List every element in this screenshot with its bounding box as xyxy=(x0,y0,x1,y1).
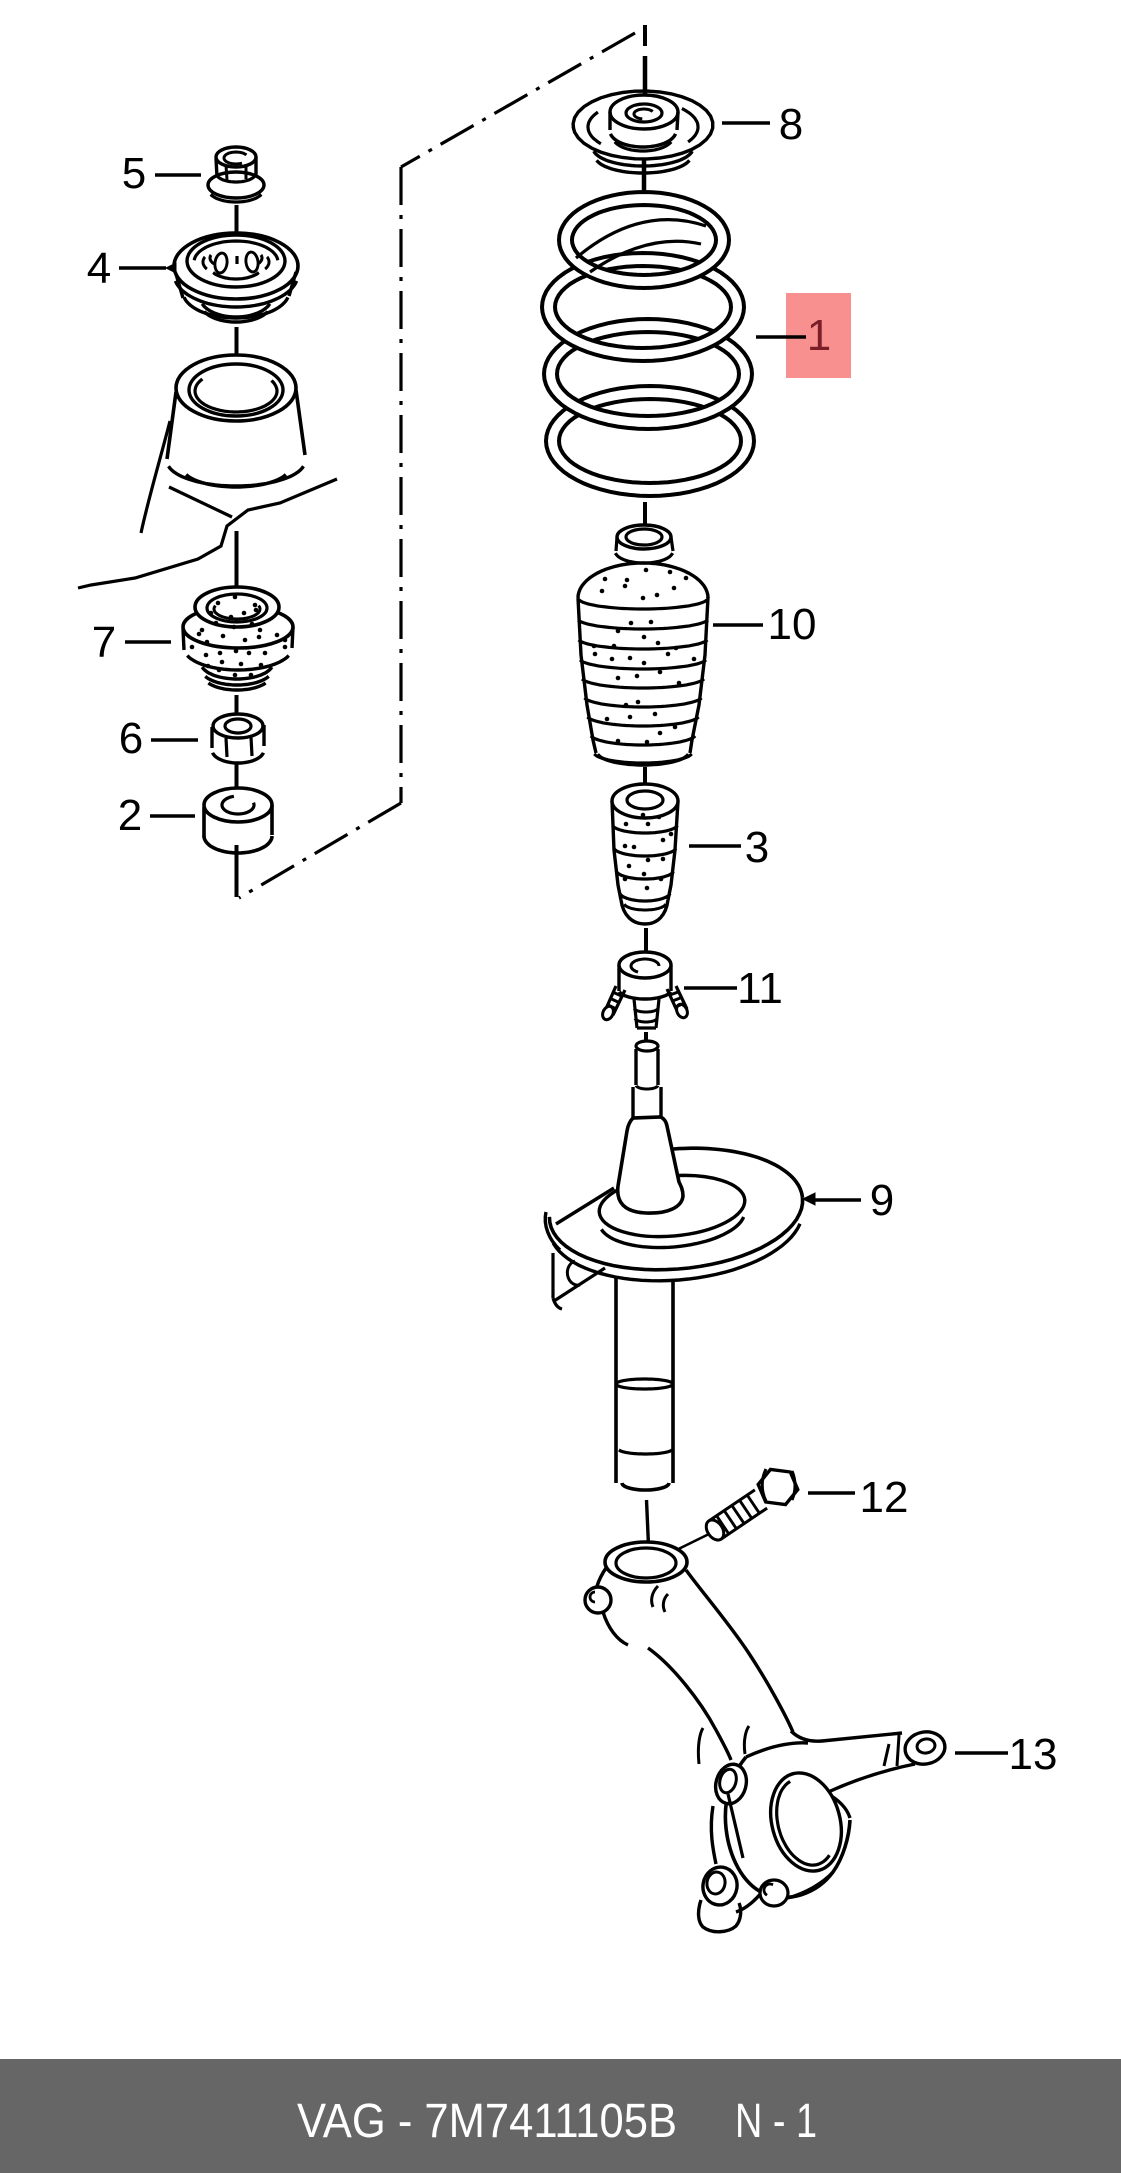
svg-text:8: 8 xyxy=(779,100,803,149)
svg-text:9: 9 xyxy=(870,1176,894,1225)
svg-text:10: 10 xyxy=(768,600,817,649)
svg-text:11: 11 xyxy=(737,964,783,1013)
svg-text:6: 6 xyxy=(119,714,143,763)
svg-text:1: 1 xyxy=(807,311,831,360)
svg-text:4: 4 xyxy=(87,244,111,293)
svg-text:13: 13 xyxy=(1009,1730,1058,1779)
svg-text:2: 2 xyxy=(118,791,142,840)
svg-text:12: 12 xyxy=(860,1473,909,1522)
svg-text:3: 3 xyxy=(745,823,769,872)
svg-text:7: 7 xyxy=(92,618,116,667)
svg-text:5: 5 xyxy=(122,149,146,198)
svg-text:N - 1: N - 1 xyxy=(735,2095,817,2148)
svg-text:VAG - 7M7411105B: VAG - 7M7411105B xyxy=(297,2095,677,2148)
